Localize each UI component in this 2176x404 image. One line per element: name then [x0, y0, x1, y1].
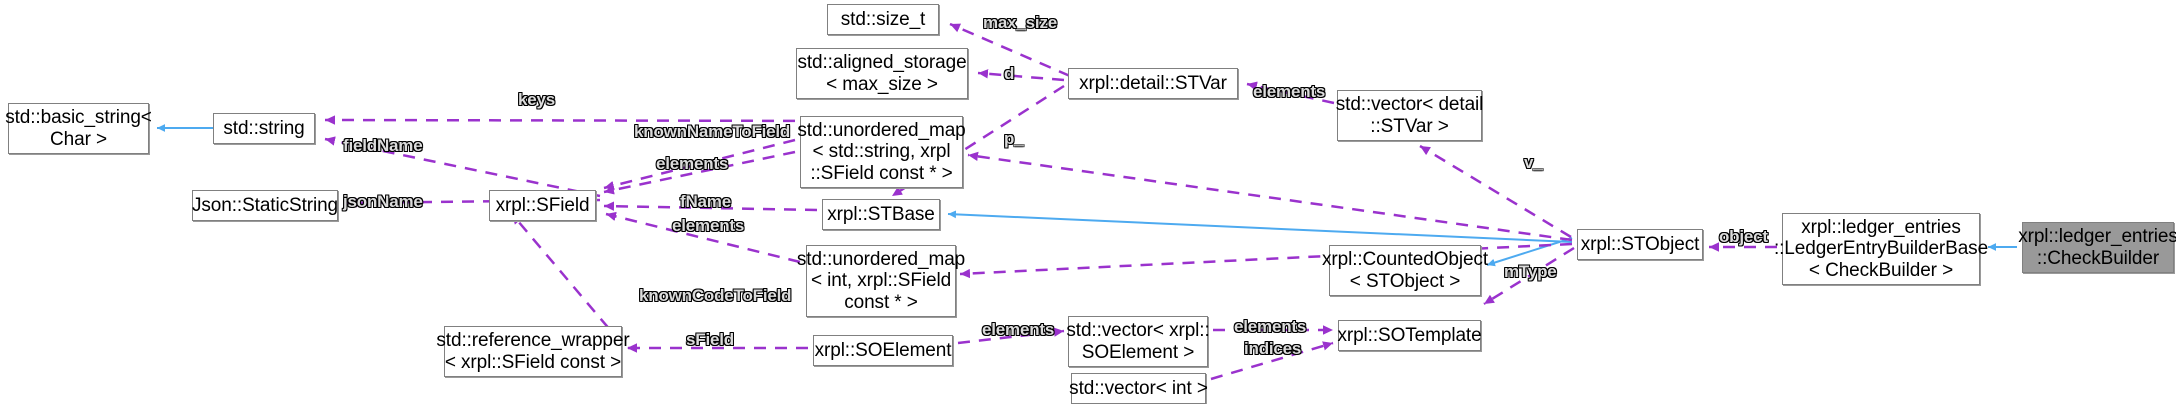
edge-alignedstorage-stvar — [977, 69, 1065, 82]
edge-label-p_: p_ — [1004, 129, 1024, 148]
class-node-static_string[interactable]: Json::StaticString — [192, 190, 338, 221]
class-node-stbase[interactable]: xrpl::STBase — [822, 199, 940, 230]
class-node-sotemplate[interactable]: xrpl::SOTemplate — [1337, 320, 1482, 351]
edge-label-elements-stvar: elements — [1253, 82, 1326, 101]
edge-label-elements-soelement: elements — [982, 320, 1055, 339]
edge-label-indices: indices — [1244, 339, 1302, 358]
edge-label-mType: mType — [1504, 262, 1557, 281]
class-node-vector_int[interactable]: std::vector< int > — [1069, 373, 1208, 404]
edge-label-fieldName: fieldName — [343, 136, 423, 155]
edge-label-elements-umap-name: elements — [656, 154, 729, 173]
class-node-reference_wrapper[interactable]: std::reference_wrapper < xrpl::SField co… — [436, 326, 630, 377]
edge-counted-stobject — [1486, 237, 1573, 267]
edge-sfield-refwrapper — [511, 213, 623, 345]
class-node-vector_stvar[interactable]: std::vector< detail ::STVar > — [1336, 90, 1483, 141]
class-node-umap_name[interactable]: std::unordered_map < std::string, xrpl :… — [797, 116, 966, 188]
edge-label-jsonName: jsonName — [343, 192, 423, 211]
edge-string-keys — [324, 115, 859, 125]
class-node-vector_soelement[interactable]: std::vector< xrpl:: SOElement > — [1066, 316, 1210, 367]
edge-label-max_size: max_size — [983, 13, 1058, 32]
edge-label-elements-sotemplate: elements — [1234, 317, 1307, 336]
class-node-stobject[interactable]: xrpl::STObject — [1577, 229, 1703, 260]
class-node-soelement[interactable]: xrpl::SOElement — [813, 335, 953, 366]
class-node-sfield[interactable]: xrpl::SField — [489, 190, 596, 221]
edge-label-fName: fName — [680, 192, 731, 211]
edge-label-sField: sField — [686, 330, 734, 349]
edge-label-keys: keys — [518, 90, 556, 109]
class-node-stvar[interactable]: xrpl::detail::STVar — [1068, 68, 1238, 99]
class-node-size_t[interactable]: std::size_t — [827, 4, 939, 35]
edge-vectorstvar-stobject — [1419, 144, 1572, 239]
class-node-aligned_storage[interactable]: std::aligned_storage < max_size > — [796, 48, 968, 99]
edge-label-d: d — [1004, 64, 1015, 83]
edge-label-elements-umap-code: elements — [672, 216, 745, 235]
edge-umapname-stobject — [967, 151, 1573, 242]
class-node-umap_code[interactable]: std::unordered_map < int, xrpl::SField c… — [797, 245, 965, 317]
class-node-counted_object[interactable]: xrpl::CountedObject < STObject > — [1322, 245, 1488, 296]
class-node-builder_base[interactable]: xrpl::ledger_entries ::LedgerEntryBuilde… — [1774, 213, 1988, 285]
edge-stbase-stobject — [947, 210, 1573, 243]
edge-label-object: object — [1719, 227, 1768, 246]
class-node-basic_string[interactable]: std::basic_string< Char > — [5, 103, 152, 154]
edge-label-knownNameToField: knownNameToField — [634, 122, 791, 141]
edge-label-v_: v_ — [1524, 153, 1543, 172]
class-node-check_builder[interactable]: xrpl::ledger_entries ::CheckBuilder — [2018, 222, 2176, 273]
edge-label-knownCodeToField: knownCodeToField — [639, 286, 792, 305]
class-node-string[interactable]: std::string — [213, 113, 315, 144]
